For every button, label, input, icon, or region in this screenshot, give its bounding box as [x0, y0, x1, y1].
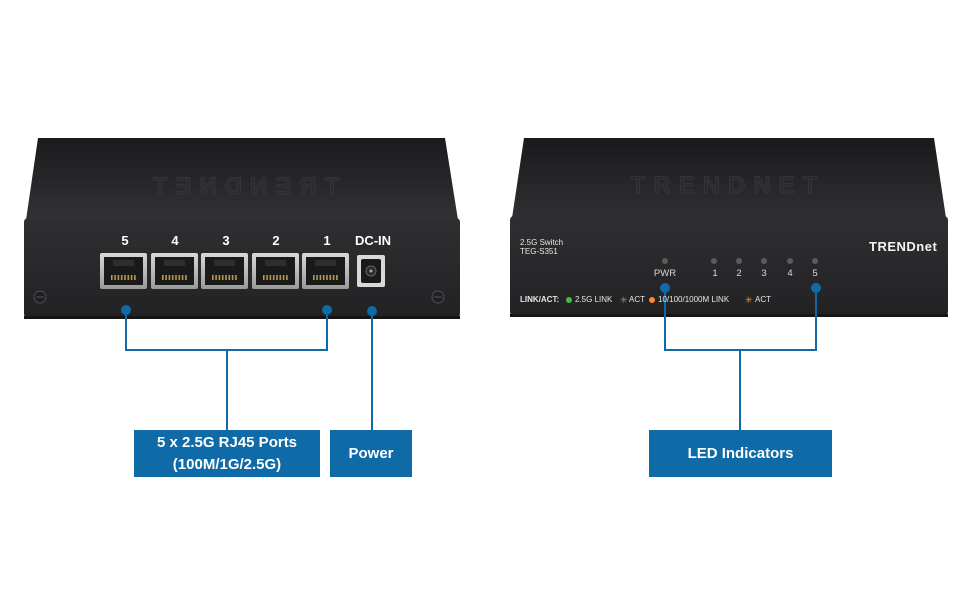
green-act-star: ✳ [620, 295, 628, 305]
legend-2-5g-link: 2.5G LINK [575, 295, 613, 304]
power-callout-text: Power [348, 444, 394, 462]
port-number-1: 1 [323, 233, 331, 248]
pwr-label: PWR [653, 268, 677, 279]
led-number-5: 5 [812, 268, 818, 279]
dc-in-label: DC-IN [354, 233, 392, 248]
power-callout: Power [330, 430, 412, 477]
rj45-port [201, 253, 248, 289]
switch-rear-view: TRENDNET [24, 138, 460, 319]
pwr-led [662, 258, 668, 264]
port-led [711, 258, 717, 264]
model-line-2: TEG-S351 [520, 247, 558, 256]
dc-in-jack [357, 255, 385, 287]
switch-front-view: TRENDNET ✳ ✳ [510, 138, 948, 317]
orange-act-star: ✳ [745, 295, 753, 305]
green-dot [566, 297, 572, 303]
rj45-ports [100, 253, 349, 289]
port-number-4: 4 [171, 233, 179, 248]
legend-10-100-1000-link: 10/100/1000M LINK [658, 295, 730, 304]
port-number-5: 5 [121, 233, 129, 248]
rj45-port [100, 253, 147, 289]
port-led [787, 258, 793, 264]
ports-callout-text: 5 x 2.5G RJ45 Ports (100M/1G/2.5G) [156, 433, 298, 473]
orange-dot [649, 297, 655, 303]
legend-act-orange: ACT [755, 295, 771, 304]
led-number-3: 3 [761, 268, 767, 279]
port-number-2: 2 [272, 233, 280, 248]
led-number-4: 4 [787, 268, 793, 279]
ports-callout: 5 x 2.5G RJ45 Ports (100M/1G/2.5G) [134, 430, 320, 477]
callout-lines [125, 290, 817, 430]
rj45-port [151, 253, 198, 289]
led-number-1: 1 [712, 268, 718, 279]
port-led [736, 258, 742, 264]
led-number-2: 2 [736, 268, 742, 279]
port-number-3: 3 [222, 233, 230, 248]
callout-dots [121, 283, 821, 316]
rj45-port [252, 253, 299, 289]
brand-logo: TRENDnet [869, 239, 938, 254]
led-callout: LED Indicators [649, 430, 832, 477]
legend-prefix: LINK/ACT: [520, 295, 560, 304]
led-callout-text: LED Indicators [687, 444, 794, 462]
rj45-port [302, 253, 349, 289]
screw-right [431, 290, 445, 304]
legend-act-green: ACT [629, 295, 645, 304]
model-line-1: 2.5G Switch [520, 238, 564, 247]
embossed-logo-front: TRENDNET [631, 172, 826, 199]
port-led [761, 258, 767, 264]
port-leds [711, 258, 818, 264]
port-led [812, 258, 818, 264]
screw-left [33, 290, 47, 304]
embossed-logo: TRENDNET [145, 173, 340, 200]
